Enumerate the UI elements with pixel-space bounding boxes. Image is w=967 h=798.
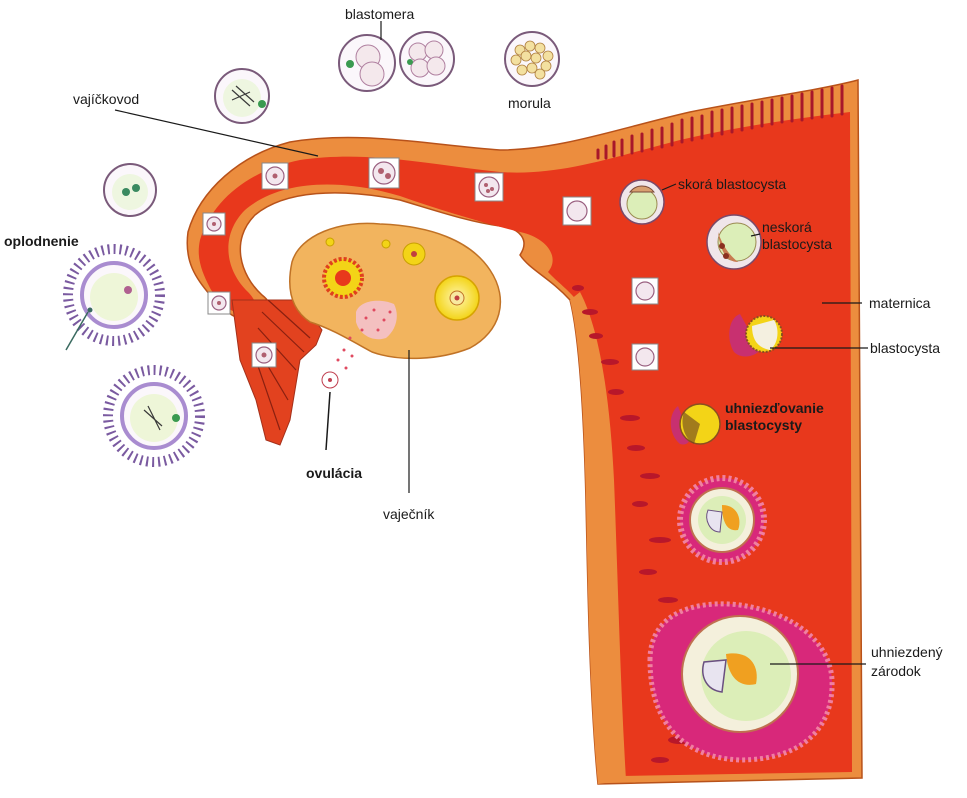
label-uhniezdeny-1: uhniezdený	[871, 644, 943, 660]
dividing-cell	[214, 68, 270, 124]
late-blastocyst	[706, 214, 762, 270]
label-vajecnik: vaječník	[383, 506, 435, 522]
ruptured-follicle	[336, 300, 397, 370]
two-cell-embryo	[338, 34, 396, 92]
fertilization-egg	[63, 244, 165, 351]
zygote-left	[103, 163, 157, 217]
implanted-embryo-middle	[677, 475, 767, 565]
tube-embryo-boxes	[202, 157, 659, 371]
ovulation-trail	[325, 391, 331, 451]
uterine-glands-top	[596, 84, 844, 160]
label-uhniezdeny-2: zárodok	[871, 663, 921, 679]
label-uhniezdovanie-2: blastocysty	[725, 417, 803, 433]
label-uhniezdovanie-1: uhniezďovanie	[725, 400, 824, 416]
label-vajickovod: vajíčkovod	[73, 91, 140, 107]
label-neskora-2: blastocysta	[762, 236, 833, 252]
label-blastomera: blastomera	[345, 6, 415, 22]
early-blastocyst	[619, 179, 665, 225]
implanting-blastocyst	[670, 403, 721, 445]
label-blastocysta: blastocysta	[870, 340, 941, 356]
ovary	[289, 222, 502, 360]
fimbriae-lines	[255, 299, 311, 431]
label-neskora-1: neskorá	[762, 219, 812, 235]
implanted-embryo-large	[647, 601, 835, 763]
leader-lines	[114, 21, 868, 665]
attaching-blastocyst	[729, 314, 783, 357]
morula-cell	[504, 31, 560, 87]
label-oplodnenie: oplodnenie	[4, 233, 79, 249]
four-cell-embryo	[399, 31, 455, 87]
endometrium	[570, 292, 626, 784]
label-ovulacia: ovulácia	[306, 465, 363, 481]
tube-embryos	[206, 161, 655, 367]
label-skora-blastocysta: skorá blastocysta	[678, 176, 787, 192]
meiosis-egg	[103, 365, 205, 467]
label-maternica: maternica	[869, 295, 931, 311]
label-morula: morula	[508, 95, 551, 111]
